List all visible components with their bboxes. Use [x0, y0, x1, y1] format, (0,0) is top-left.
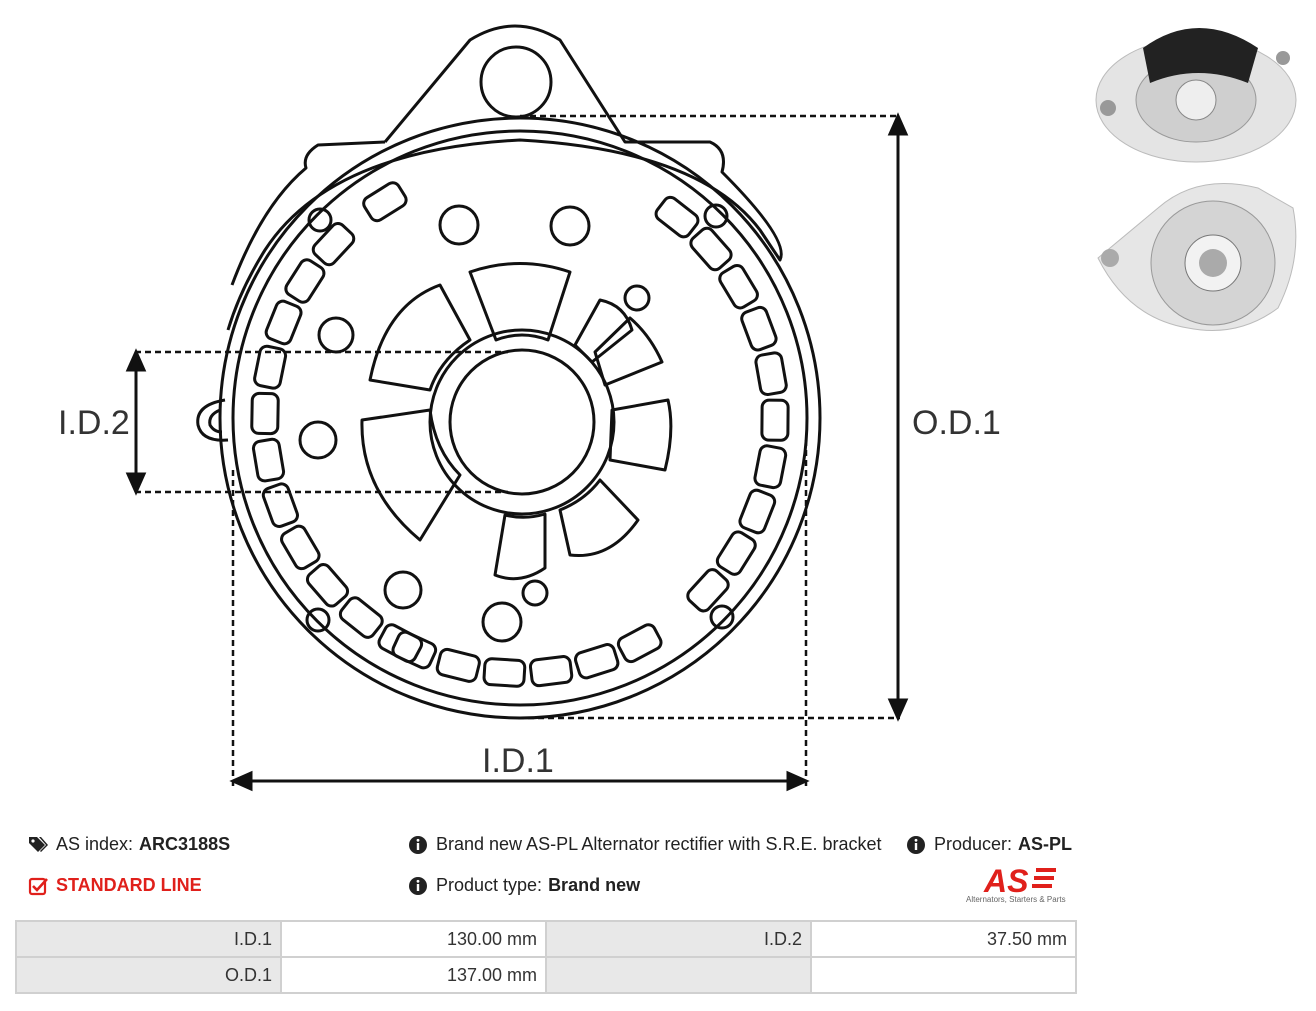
id2-label: I.D.2	[58, 404, 130, 442]
vent-slot	[253, 344, 288, 390]
technical-drawing: O.D.1 I.D.1 I.D.2	[58, 24, 1001, 792]
spec-value-cell	[810, 956, 1077, 994]
vent-slot	[754, 351, 788, 397]
product-photo-front[interactable]	[1088, 8, 1306, 168]
producer-label: Producer:	[934, 834, 1013, 854]
tags-icon	[29, 836, 48, 852]
check-square-icon	[28, 877, 48, 895]
vent-slot	[338, 596, 384, 639]
hub-outer	[428, 328, 616, 516]
hub-inner	[448, 348, 596, 496]
product-photo-rear[interactable]	[1088, 168, 1306, 340]
vent-slot	[261, 482, 299, 528]
vent-slot	[753, 444, 788, 490]
info-circle-icon	[409, 835, 427, 854]
product-type-value: Brand new	[548, 875, 641, 895]
vent-slot	[689, 226, 733, 272]
vent-slot	[362, 181, 408, 223]
top-mount-hole	[479, 45, 553, 119]
logo-mark: AS	[983, 863, 1056, 899]
producer-value: AS-PL	[1018, 834, 1073, 854]
product-type: Product type: Brand new	[408, 875, 640, 896]
vent-slot	[616, 623, 663, 664]
spec-value-cell: 37.50 mm	[810, 920, 1077, 958]
spec-value-cell: 137.00 mm	[280, 956, 547, 994]
vent-slot	[264, 299, 303, 346]
logo-tagline: Alternators, Starters & Parts	[966, 895, 1066, 904]
spec-value-cell: 130.00 mm	[280, 920, 547, 958]
as-pl-logo[interactable]: AS Alternators, Starters & Parts	[962, 862, 1070, 908]
vent-slot	[740, 305, 778, 352]
description: Brand new AS-PL Alternator rectifier wit…	[408, 834, 882, 855]
logo-mark-text: AS	[983, 863, 1029, 896]
vent-slot	[573, 643, 620, 680]
vent-slot	[738, 488, 777, 535]
spec-name-cell: O.D.1	[15, 956, 282, 994]
as-index-value: ARC3188S	[139, 834, 231, 854]
vent-slot	[284, 258, 326, 304]
vent-slot	[686, 568, 730, 613]
od1-label: O.D.1	[912, 404, 1001, 442]
inner-ring	[231, 129, 809, 707]
vent-slot	[715, 530, 757, 576]
spec-name-cell	[545, 956, 812, 994]
vent-slot	[654, 195, 700, 239]
spec-name-cell: I.D.2	[545, 920, 812, 958]
vent-slot	[760, 398, 790, 442]
info-circle-icon	[907, 835, 925, 854]
producer: Producer: AS-PL	[906, 834, 1072, 855]
spec-name-cell: I.D.1	[15, 920, 282, 958]
info-circle-icon	[409, 876, 427, 895]
vent-slot	[482, 657, 527, 688]
vent-slot	[250, 391, 280, 436]
description-text: Brand new AS-PL Alternator rectifier wit…	[436, 834, 882, 854]
vent-slot	[305, 563, 350, 608]
vent-slot	[391, 630, 438, 670]
vent-slot	[435, 647, 481, 683]
vent-slot	[528, 655, 574, 688]
product-line: STANDARD LINE	[28, 875, 202, 896]
vent-slot	[251, 437, 286, 483]
vent-slot	[718, 263, 759, 310]
vent-slot	[311, 222, 356, 267]
as-index-label: AS index:	[56, 834, 134, 854]
vent-slot	[280, 524, 321, 571]
id1-label: I.D.1	[482, 742, 554, 780]
product-line-text: STANDARD LINE	[56, 875, 202, 895]
product-type-label: Product type:	[436, 875, 543, 895]
as-index: AS index: ARC3188S	[28, 834, 230, 855]
